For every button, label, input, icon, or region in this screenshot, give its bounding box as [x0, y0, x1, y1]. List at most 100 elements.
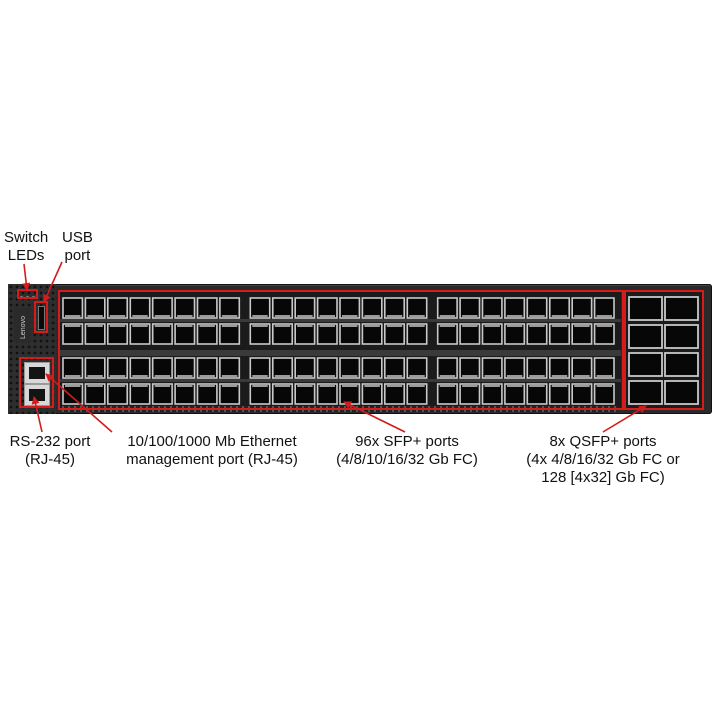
sfp-port[interactable] — [504, 323, 526, 345]
sfp-port[interactable] — [272, 297, 294, 319]
sfp-port[interactable] — [219, 323, 241, 345]
sfp-port[interactable] — [571, 323, 593, 345]
qsfp-port[interactable] — [628, 296, 663, 321]
sfp-port[interactable] — [459, 357, 481, 379]
sfp-port[interactable] — [196, 323, 218, 345]
sfp-port[interactable] — [129, 383, 151, 405]
sfp-port[interactable] — [196, 383, 218, 405]
sfp-port[interactable] — [339, 297, 361, 319]
qsfp-port[interactable] — [664, 296, 699, 321]
sfp-port[interactable] — [196, 297, 218, 319]
sfp-port-latch — [596, 385, 612, 387]
qsfp-port[interactable] — [628, 352, 663, 377]
sfp-port[interactable] — [593, 357, 615, 379]
sfp-port[interactable] — [219, 383, 241, 405]
sfp-port[interactable] — [151, 357, 173, 379]
qsfp-port[interactable] — [664, 324, 699, 349]
sfp-port[interactable] — [129, 323, 151, 345]
sfp-port[interactable] — [272, 323, 294, 345]
sfp-port[interactable] — [106, 357, 128, 379]
sfp-port[interactable] — [406, 357, 428, 379]
sfp-port[interactable] — [84, 297, 106, 319]
sfp-port[interactable] — [548, 323, 570, 345]
sfp-port[interactable] — [361, 357, 383, 379]
sfp-port[interactable] — [481, 383, 503, 405]
sfp-port[interactable] — [593, 323, 615, 345]
sfp-port[interactable] — [106, 297, 128, 319]
sfp-port[interactable] — [219, 297, 241, 319]
sfp-port[interactable] — [383, 297, 405, 319]
sfp-port[interactable] — [593, 297, 615, 319]
sfp-port[interactable] — [481, 357, 503, 379]
sfp-port[interactable] — [571, 297, 593, 319]
sfp-port[interactable] — [593, 383, 615, 405]
sfp-port[interactable] — [174, 323, 196, 345]
sfp-port[interactable] — [481, 297, 503, 319]
sfp-port[interactable] — [571, 383, 593, 405]
sfp-port[interactable] — [526, 383, 548, 405]
sfp-port[interactable] — [526, 323, 548, 345]
sfp-port[interactable] — [526, 297, 548, 319]
sfp-port[interactable] — [196, 357, 218, 379]
sfp-port[interactable] — [339, 357, 361, 379]
sfp-port[interactable] — [406, 297, 428, 319]
sfp-port[interactable] — [436, 323, 458, 345]
qsfp-port[interactable] — [628, 380, 663, 405]
sfp-port[interactable] — [249, 383, 271, 405]
sfp-port[interactable] — [272, 383, 294, 405]
sfp-port[interactable] — [459, 323, 481, 345]
sfp-port[interactable] — [129, 297, 151, 319]
sfp-port[interactable] — [294, 357, 316, 379]
sfp-port[interactable] — [249, 323, 271, 345]
sfp-port[interactable] — [174, 297, 196, 319]
sfp-port[interactable] — [383, 323, 405, 345]
sfp-port[interactable] — [151, 323, 173, 345]
sfp-port[interactable] — [436, 357, 458, 379]
sfp-port[interactable] — [459, 297, 481, 319]
sfp-port[interactable] — [62, 323, 84, 345]
sfp-port[interactable] — [548, 297, 570, 319]
qsfp-port[interactable] — [628, 324, 663, 349]
sfp-port[interactable] — [504, 357, 526, 379]
qsfp-port[interactable] — [664, 352, 699, 377]
sfp-port[interactable] — [526, 357, 548, 379]
sfp-port[interactable] — [436, 297, 458, 319]
sfp-port[interactable] — [151, 383, 173, 405]
sfp-port[interactable] — [294, 297, 316, 319]
sfp-port[interactable] — [294, 383, 316, 405]
sfp-port[interactable] — [249, 357, 271, 379]
sfp-port[interactable] — [548, 357, 570, 379]
sfp-port[interactable] — [62, 297, 84, 319]
qsfp-port[interactable] — [664, 380, 699, 405]
sfp-port[interactable] — [406, 323, 428, 345]
sfp-port[interactable] — [504, 297, 526, 319]
sfp-port[interactable] — [316, 323, 338, 345]
sfp-port[interactable] — [481, 323, 503, 345]
sfp-port[interactable] — [294, 323, 316, 345]
sfp-port[interactable] — [84, 323, 106, 345]
ethernet-management-port[interactable] — [24, 362, 50, 384]
sfp-port[interactable] — [459, 383, 481, 405]
sfp-port[interactable] — [504, 383, 526, 405]
sfp-port[interactable] — [174, 383, 196, 405]
sfp-port[interactable] — [316, 297, 338, 319]
sfp-port[interactable] — [361, 323, 383, 345]
sfp-port[interactable] — [406, 383, 428, 405]
sfp-port[interactable] — [361, 297, 383, 319]
sfp-port[interactable] — [272, 357, 294, 379]
sfp-port[interactable] — [383, 357, 405, 379]
sfp-port[interactable] — [571, 357, 593, 379]
sfp-port[interactable] — [316, 357, 338, 379]
sfp-port[interactable] — [339, 323, 361, 345]
sfp-port[interactable] — [249, 297, 271, 319]
sfp-port-latch — [319, 315, 335, 317]
sfp-port[interactable] — [436, 383, 458, 405]
sfp-port[interactable] — [151, 297, 173, 319]
usb-port[interactable] — [38, 306, 45, 330]
sfp-port[interactable] — [106, 323, 128, 345]
sfp-port[interactable] — [219, 357, 241, 379]
sfp-port[interactable] — [174, 357, 196, 379]
sfp-port[interactable] — [316, 383, 338, 405]
sfp-port[interactable] — [548, 383, 570, 405]
sfp-port[interactable] — [129, 357, 151, 379]
